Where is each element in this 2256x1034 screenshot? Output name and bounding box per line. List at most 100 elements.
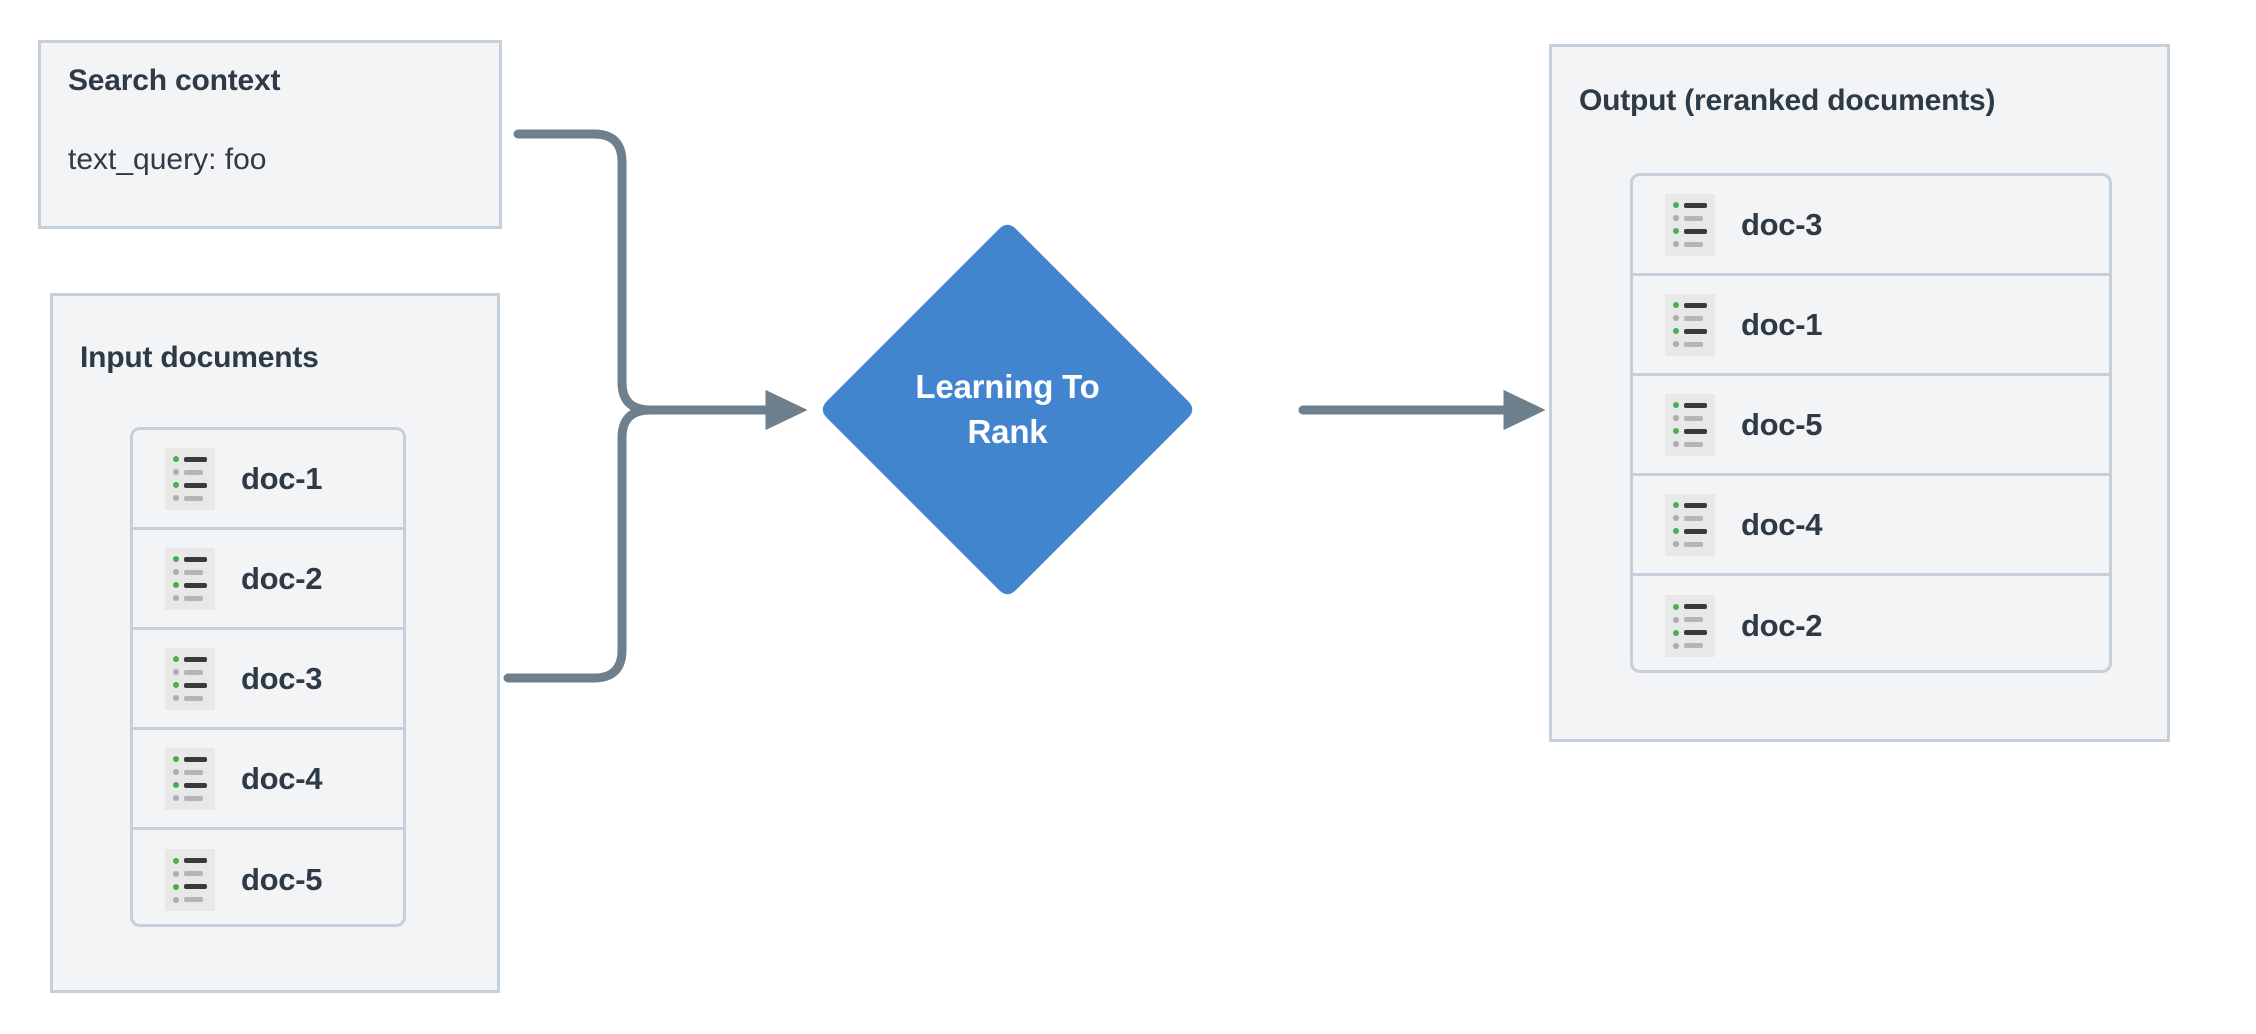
document-list-icon-line: [184, 595, 203, 601]
document-list-icon: [165, 647, 215, 710]
document-list-icon-bullet: [173, 569, 179, 575]
document-list-icon-line: [184, 858, 207, 863]
document-label: doc-1: [241, 460, 323, 496]
output-document-row[interactable]: doc-4: [1633, 476, 2109, 576]
input-document-row[interactable]: doc-5: [133, 830, 403, 924]
document-list-icon-bullet: [1673, 315, 1679, 321]
document-list-icon-line: [1684, 604, 1707, 609]
document-list-icon-bullet: [173, 582, 179, 588]
input-document-row[interactable]: doc-2: [133, 530, 403, 630]
output-document-row[interactable]: doc-5: [1633, 376, 2109, 476]
document-list-icon-line: [1684, 630, 1707, 635]
document-list-icon-row: [1673, 215, 1707, 221]
document-list-icon-row: [1673, 228, 1707, 234]
output-document-row[interactable]: doc-3: [1633, 176, 2109, 276]
document-list-icon-line: [1684, 428, 1707, 434]
document-list-icon-row: [1673, 428, 1707, 434]
document-list-icon-bullet: [1673, 642, 1679, 649]
document-list-icon-line: [1684, 441, 1703, 447]
document-list-icon-row: [173, 556, 207, 562]
document-list-icon-bullet: [1673, 629, 1679, 636]
document-list-icon-line: [184, 495, 203, 501]
document-list-icon: [1665, 193, 1715, 256]
input-document-row[interactable]: doc-4: [133, 730, 403, 830]
document-list-icon-line: [184, 582, 207, 588]
output-document-list: doc-3 doc-1 doc-5 doc-4 doc-2: [1630, 173, 2112, 673]
document-list-icon-row: [173, 682, 207, 688]
document-list-icon-bullet: [1673, 441, 1679, 447]
document-list-icon-bullet: [173, 595, 179, 601]
document-list-icon: [1665, 493, 1715, 556]
document-list-icon-line: [1684, 202, 1707, 208]
output-document-row[interactable]: doc-2: [1633, 576, 2109, 670]
document-list-icon-line: [1684, 302, 1707, 308]
document-list-icon-row: [173, 795, 207, 801]
document-list-icon-row: [173, 482, 207, 488]
diamond-shape: [822, 224, 1193, 595]
document-label: doc-2: [1741, 608, 1823, 643]
document-list-icon-line: [184, 669, 203, 675]
document-label: doc-4: [1741, 506, 1823, 542]
document-list-icon-bullet: [1673, 228, 1679, 234]
connector-search-context-to-ltr: [513, 129, 655, 415]
document-list-icon-line: [184, 682, 207, 688]
document-list-icon-line: [1684, 241, 1703, 247]
document-list-icon-row: [1673, 603, 1707, 610]
input-document-row[interactable]: doc-1: [133, 430, 403, 530]
document-list-icon-bullet: [173, 695, 179, 701]
document-list-icon-bullet: [1673, 616, 1679, 623]
document-label: doc-5: [1741, 406, 1823, 442]
document-label: doc-5: [241, 862, 323, 897]
input-document-row[interactable]: doc-3: [133, 630, 403, 730]
document-list-icon-line: [184, 695, 203, 701]
document-list-icon-bullet: [1673, 402, 1679, 408]
document-label: doc-3: [1741, 206, 1823, 242]
document-list-icon: [1665, 293, 1715, 356]
document-list-icon-line: [184, 482, 207, 488]
document-list-icon-bullet: [173, 896, 179, 903]
document-list-icon-bullet: [1673, 241, 1679, 247]
document-label: doc-4: [241, 760, 323, 796]
document-list-icon-row: [173, 456, 207, 462]
document-list-icon-bullet: [173, 782, 179, 788]
document-list-icon-bullet: [173, 556, 179, 562]
document-list-icon-line: [184, 769, 203, 775]
document-list-icon-row: [1673, 402, 1707, 408]
document-list-icon-row: [1673, 341, 1707, 347]
document-list-icon-row: [173, 883, 207, 890]
document-list-icon-row: [1673, 315, 1707, 321]
document-list-icon-row: [1673, 502, 1707, 508]
document-list-icon-row: [173, 469, 207, 475]
document-list-icon: [165, 447, 215, 510]
document-list-icon-line: [184, 782, 207, 788]
search-context-panel: [38, 40, 502, 229]
document-label: doc-1: [1741, 306, 1823, 342]
document-list-icon-bullet: [173, 795, 179, 801]
document-list-icon-line: [184, 569, 203, 575]
document-list-icon-line: [1684, 515, 1703, 521]
output-document-row[interactable]: doc-1: [1633, 276, 2109, 376]
document-list-icon-bullet: [173, 769, 179, 775]
document-list-icon-row: [173, 582, 207, 588]
document-list-icon-row: [1673, 415, 1707, 421]
learning-to-rank-node[interactable]: Learning To Rank: [820, 222, 1195, 597]
document-list-icon-bullet: [173, 883, 179, 890]
document-list-icon-bullet: [1673, 428, 1679, 434]
document-list-icon-bullet: [1673, 415, 1679, 421]
document-list-icon-row: [173, 769, 207, 775]
document-list-icon-row: [1673, 441, 1707, 447]
document-list-icon-line: [1684, 541, 1703, 547]
document-list-icon-line: [184, 795, 203, 801]
document-list-icon-bullet: [173, 656, 179, 662]
document-list-icon-bullet: [173, 495, 179, 501]
document-list-icon: [1665, 595, 1715, 657]
document-list-icon-bullet: [173, 482, 179, 488]
document-list-icon-row: [1673, 528, 1707, 534]
document-list-icon-bullet: [1673, 541, 1679, 547]
document-list-icon-row: [1673, 541, 1707, 547]
document-list-icon-row: [173, 896, 207, 903]
document-list-icon-row: [173, 756, 207, 762]
document-list-icon-row: [1673, 302, 1707, 308]
